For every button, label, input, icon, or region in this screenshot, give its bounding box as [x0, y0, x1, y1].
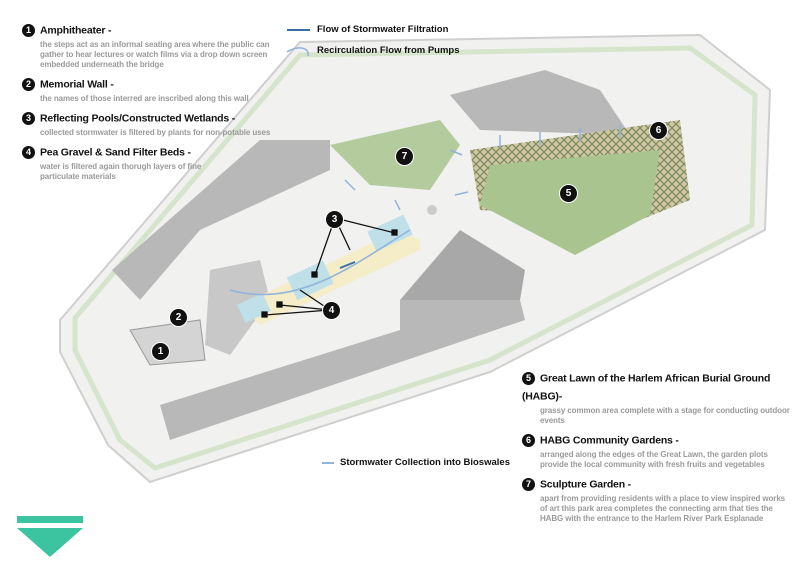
legend-number: 1 [22, 24, 35, 38]
legend-item-1: 1 Amphitheater - the steps act as an infor… [22, 22, 282, 70]
legend-number: 4 [22, 146, 35, 160]
legend-item-7: 7 Sculpture Garden - apart from providing … [522, 476, 794, 524]
building [112, 140, 330, 300]
legend-desc: the steps act as an informal seating are… [40, 40, 270, 69]
legend-title: Amphitheater - [40, 24, 112, 37]
legend-number: 2 [22, 78, 35, 92]
key-recirculation: Recirculation Flow from Pumps [317, 45, 460, 56]
marker-3: 3 [325, 210, 344, 229]
legend-desc: the names of those interred are inscribe… [40, 94, 249, 103]
legend-title: Great Lawn of the Harlem African Burial … [522, 372, 771, 403]
marker-1: 1 [151, 342, 170, 361]
legend-number: 5 [522, 372, 535, 386]
stormwater-flow-arrow [339, 261, 356, 269]
legend-desc: collected stormwater is filtered by plan… [40, 128, 271, 137]
legend-item-4: 4 Pea Gravel & Sand Filter Beds - water is… [22, 144, 282, 182]
building [205, 260, 270, 355]
logo-triangle [17, 528, 83, 557]
logo-bar [17, 516, 83, 523]
legend-desc: arranged along the edges of the Great La… [540, 450, 768, 469]
legend-title: Sculpture Garden - [540, 478, 631, 491]
legend-title: Memorial Wall - [40, 78, 114, 91]
legend-number: 3 [22, 112, 35, 126]
legend-number: 6 [522, 434, 535, 448]
legend-title: Pea Gravel & Sand Filter Beds - [40, 146, 191, 159]
pool [237, 293, 271, 323]
legend-desc: apart from providing residents with a pl… [540, 494, 786, 523]
bioswale-arrows [344, 125, 621, 211]
marker-5: 5 [559, 184, 578, 203]
marker-2: 2 [169, 308, 188, 327]
legend-item-6: 6 HABG Community Gardens - arranged along … [522, 432, 794, 470]
legend-desc: grassy common area complete with a stage… [540, 406, 790, 425]
marker-4: 4 [322, 301, 341, 320]
building [400, 230, 525, 300]
recirc-key-arrow [286, 47, 309, 57]
marker-6: 6 [649, 121, 668, 140]
plaza-fountain [427, 205, 437, 215]
marker-7: 7 [395, 147, 414, 166]
legend-desc: water is filtered again thorugh layers o… [40, 162, 202, 181]
recirculation-flow-arrow [229, 229, 411, 296]
pool [286, 260, 334, 301]
legend-left: 1 Amphitheater - the steps act as an infor… [22, 22, 282, 182]
building [160, 265, 525, 440]
legend-title: HABG Community Gardens - [540, 434, 679, 447]
legend-item-3: 3 Reflecting Pools/Constructed Wetlands -… [22, 110, 282, 138]
key-collection: Stormwater Collection into Bioswales [340, 457, 510, 468]
legend-item-2: 2 Memorial Wall - the names of those inter… [22, 76, 282, 104]
legend-title: Reflecting Pools/Constructed Wetlands - [40, 112, 236, 125]
site-border-planting [72, 45, 758, 471]
building [450, 70, 630, 135]
key-flow: Flow of Stormwater Filtration [317, 24, 449, 35]
legend-number: 7 [522, 478, 535, 492]
pool [367, 214, 413, 252]
